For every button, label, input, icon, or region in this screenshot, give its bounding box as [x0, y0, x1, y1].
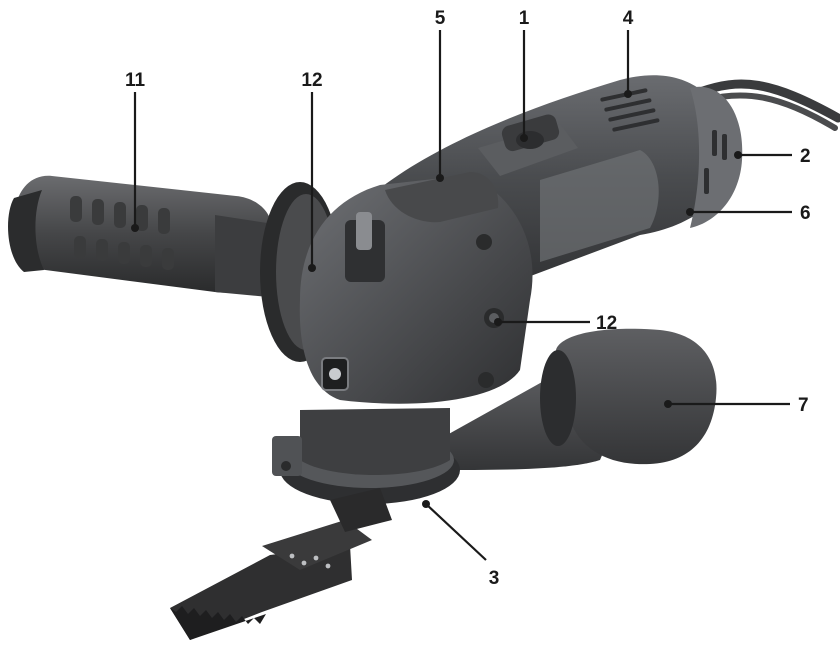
callout-label: 11 — [125, 70, 146, 91]
ventilation-slots-top — [600, 88, 660, 132]
dust-extraction-adapter — [420, 328, 717, 470]
callout-6: 6 — [686, 203, 811, 224]
side-handle — [8, 175, 300, 300]
callout-label: 6 — [800, 203, 811, 224]
callout-1: 1 — [519, 8, 530, 142]
callout-label: 4 — [623, 8, 634, 29]
callout-label: 12 — [301, 70, 322, 91]
callout-12-side: 12 — [494, 313, 617, 334]
callout-5: 5 — [435, 8, 446, 182]
callout-label: 1 — [519, 8, 530, 29]
on-off-switch — [478, 114, 578, 176]
handle-grip-ribs — [70, 196, 174, 270]
callout-7: 7 — [664, 395, 809, 416]
quick-release-lever — [385, 172, 499, 223]
callout-4: 4 — [623, 8, 634, 98]
power-cord — [695, 79, 840, 123]
callout-label: 2 — [800, 146, 811, 167]
callout-11: 11 — [125, 70, 146, 232]
blade-flange — [272, 408, 460, 504]
callout-2: 2 — [734, 146, 811, 167]
callout-label: 12 — [596, 313, 617, 334]
tool-head — [299, 172, 533, 404]
callout-12-top: 12 — [301, 70, 323, 272]
callout-label: 5 — [435, 8, 446, 29]
callout-3: 3 — [422, 500, 499, 589]
callout-label: 7 — [798, 395, 809, 416]
ventilation-slots-rear — [704, 130, 727, 194]
callout-label: 3 — [489, 568, 500, 589]
saw-blade — [170, 488, 392, 640]
